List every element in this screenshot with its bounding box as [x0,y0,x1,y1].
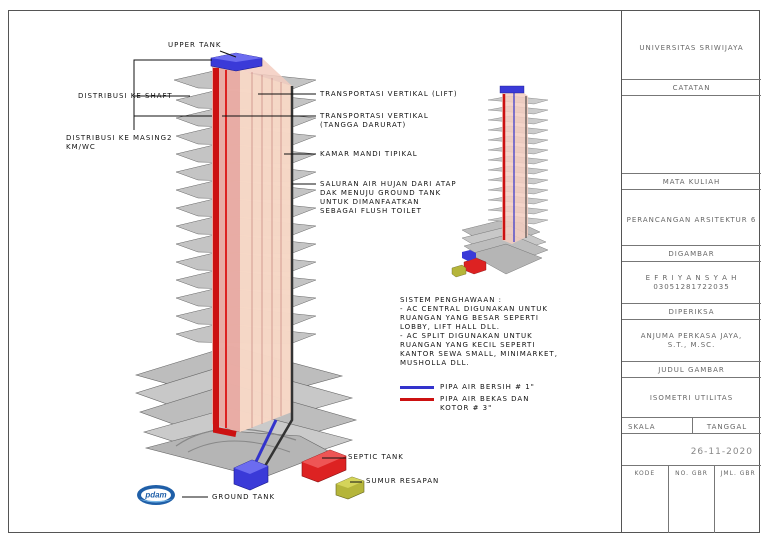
tb-catatan-area [622,96,761,174]
tb-tanggal-label: TANGGAL [692,418,761,434]
upper-tank [210,52,263,72]
tb-date-value: 26-11-2020 [690,447,753,457]
label-lift: TRANSPORTASI VERTIKAL (LIFT) [320,90,458,98]
tb-bottom-row: KODE NO. GBR JML. GBR [622,466,761,533]
label-upper-tank: UPPER TANK [168,41,222,49]
title-block: UNIVERSITAS SRIWIJAYA CATATAN MATA KULIA… [621,10,761,533]
label-saluran-line1: SALURAN AIR HUJAN DARI ATAP [320,180,457,188]
note-line: - AC SPLIT DIGUNAKAN UNTUK [400,332,533,340]
note-line: SISTEM PENGHAWAAN : [400,296,503,304]
legend-label-bekas: PIPA AIR BEKAS DAN KOTOR # 3" [440,395,529,413]
tb-drafter-id: 03051281722035 [653,283,730,291]
tb-drafter-name: E F R I Y A N S Y A H [645,274,738,282]
note-line: LOBBY, LIFT HALL DLL. [400,323,500,331]
legend-label-bekas-line2: KOTOR # 3" [440,404,493,412]
tb-judul-label: JUDUL GAMBAR [622,362,761,378]
tb-mata-kuliah-label: MATA KULIAH [622,174,761,190]
note-line: KANTOR SEWA SMALL, MINIMARKET, [400,350,558,358]
tb-drafter: E F R I Y A N S Y A H 03051281722035 [622,262,761,304]
pdam-logo-text: pdam [144,491,166,500]
legend-swatch-blue [400,386,434,389]
tb-diperiksa-label: DIPERIKSA [622,304,761,320]
tb-institution: UNIVERSITAS SRIWIJAYA [622,10,761,80]
label-saluran-line3: UNTUK DIMANFAATKAN [320,198,420,206]
tb-date: 26-11-2020 [622,434,761,466]
legend-pipa-bersih: PIPA AIR BERSIH # 1" [400,383,535,392]
label-tangga-line2: (TANGGA DARURAT) [320,121,407,129]
tb-digambar-label: DIGAMBAR [622,246,761,262]
pipe-bekas-dan-kotor [213,68,237,437]
tb-skala-label: SKALA [622,418,692,434]
ventilation-notes: SISTEM PENGHAWAAN : - AC CENTRAL DIGUNAK… [400,296,558,368]
label-saluran-line2: DAK MENUJU GROUND TANK [320,189,442,197]
tb-checker-line2: S.T., M.SC. [667,341,716,349]
tb-checker-line1: ANJUMA PERKASA JAYA, [640,332,743,340]
note-line: RUANGAN YANG KECIL SEPERTI [400,341,536,349]
label-kamar-mandi: KAMAR MANDI TIPIKAL [320,150,418,158]
label-saluran-line4: SEBAGAI FLUSH TOILET [320,207,422,215]
ground-tank-box [233,459,269,491]
tb-no-gbr: NO. GBR [669,466,716,533]
legend-label-bekas-line1: PIPA AIR BEKAS DAN [440,395,530,403]
drawing-frame [8,10,760,533]
tb-kode: KODE [622,466,669,533]
pipe-air-hujan [256,86,294,479]
tb-judul-value: ISOMETRI UTILITAS [622,378,761,418]
tower-core [212,58,292,432]
pdam-logo: pdam [137,485,175,505]
label-ground-tank: GROUND TANK [212,493,276,501]
legend-swatch-red [400,398,434,401]
legend-label-bersih: PIPA AIR BERSIH # 1" [440,383,535,391]
label-distribusi-masing-line2: KM/WC [66,143,96,151]
tb-catatan-label: CATATAN [622,80,761,96]
tb-checker: ANJUMA PERKASA JAYA, S.T., M.SC. [622,320,761,362]
note-line: - AC CENTRAL DIGUNAKAN UNTUK [400,305,548,313]
label-distribusi-masing-line1: DISTRIBUSI KE MASING2 [66,134,173,142]
leader-lines [133,50,362,498]
label-distribusi-shaft: DISTRIBUSI KE SHAFT [78,92,173,100]
label-sumur-resapan: SUMUR RESAPAN [366,477,440,485]
label-tangga-line1: TRANSPORTASI VERTIKAL [320,112,429,120]
note-line: RUANGAN YANG BESAR SEPERTI [400,314,539,322]
label-septic-tank: SEPTIC TANK [348,453,404,461]
tb-course: PERANCANGAN ARSITEKTUR 6 [622,190,761,246]
note-line: MUSHOLLA DLL. [400,359,470,367]
legend-pipa-bekas: PIPA AIR BEKAS DAN KOTOR # 3" [400,395,529,413]
small-isometric-view [451,85,549,278]
tb-jml-gbr: JML. GBR [720,470,756,477]
sumur-resapan-box [335,476,365,500]
